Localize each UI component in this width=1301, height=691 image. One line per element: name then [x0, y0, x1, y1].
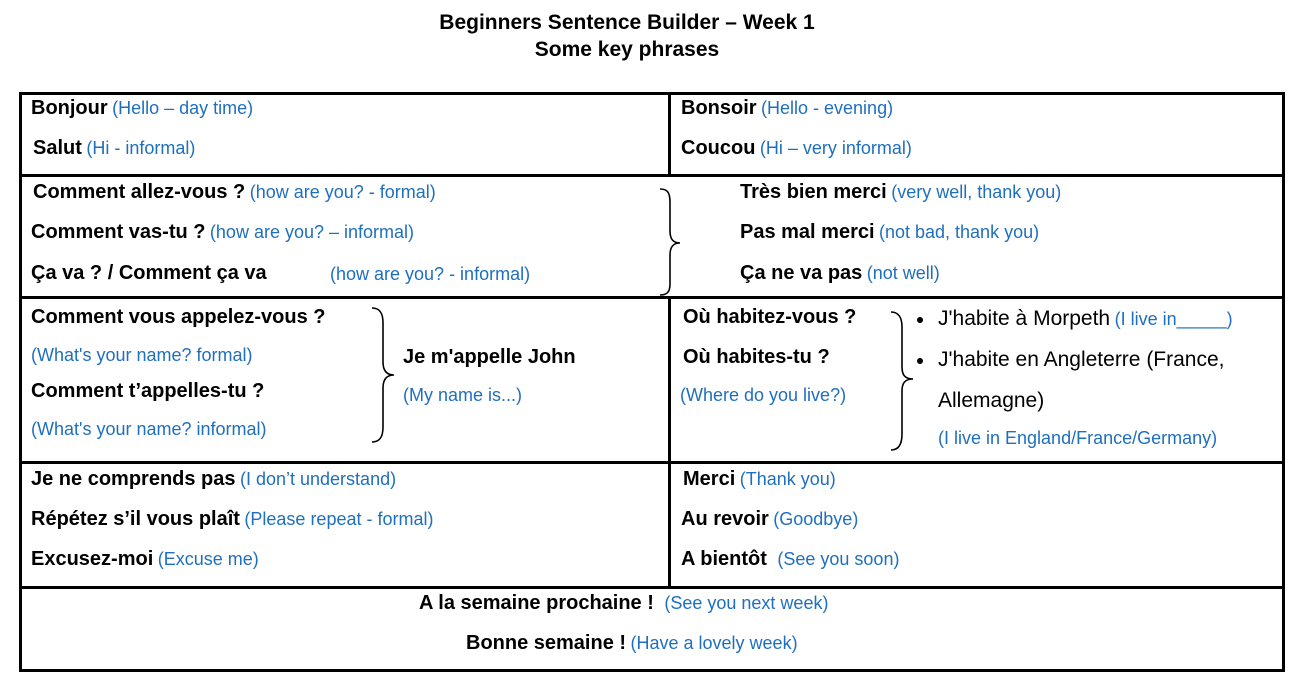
answer-my-name-translation: (My name is...) [403, 385, 523, 405]
greeting-bonsoir: Bonsoir (Hello - evening) [681, 97, 894, 119]
answer-jhabite-angleterre: J'habite en Angleterre (France, [938, 348, 1225, 371]
greeting-salut: Salut (Hi - informal) [33, 137, 196, 159]
right-brace [890, 311, 914, 451]
question-name-informal-translation: (What's your name? informal) [31, 419, 267, 439]
column-divider [668, 296, 671, 589]
right-brace [371, 307, 395, 443]
phrase-excusez-moi: Excusez-moi (Excuse me) [31, 548, 259, 570]
phrase-je-ne-comprends-pas: Je ne comprends pas (I don’t understand) [31, 468, 397, 490]
question-where-live-translation: (Where do you live?) [680, 385, 847, 405]
phrase-a-la-semaine-prochaine: A la semaine prochaine ! (See you next w… [419, 592, 829, 614]
greeting-coucou: Coucou (Hi – very informal) [681, 137, 912, 159]
greeting-bonjour: Bonjour (Hello – day time) [31, 97, 254, 119]
phrase-a-bientot: A bientôt (See you soon) [681, 548, 900, 570]
answer-pas-mal: Pas mal merci (not bad, thank you) [740, 221, 1040, 243]
answer-live-in-translation: (I live in England/France/Germany) [938, 428, 1218, 448]
phrase-repetez: Répétez s’il vous plaît (Please repeat -… [31, 508, 434, 530]
phrase-merci: Merci (Thank you) [683, 468, 836, 490]
question-comment-tappelles-tu: Comment t’appelles-tu ? [31, 380, 265, 402]
column-divider [668, 92, 671, 177]
question-ca-va-translation: (how are you? - informal) [330, 264, 531, 284]
bullet-icon [917, 317, 923, 323]
answer-je-mappelle: Je m'appelle John [403, 346, 576, 368]
row-divider [19, 296, 1285, 299]
answer-tres-bien: Très bien merci (very well, thank you) [740, 181, 1062, 203]
question-ou-habitez-vous: Où habitez-vous ? [683, 306, 857, 328]
page-title: Beginners Sentence Builder – Week 1 [439, 11, 815, 34]
question-comment-vas-tu: Comment vas-tu ? (how are you? – informa… [31, 221, 415, 243]
row-divider [19, 461, 1285, 464]
question-ou-habites-tu: Où habites-tu ? [683, 346, 830, 368]
phrase-bonne-semaine: Bonne semaine ! (Have a lovely week) [466, 632, 798, 654]
question-comment-vous-appelez-vous: Comment vous appelez-vous ? [31, 306, 326, 328]
bullet-icon [917, 358, 923, 364]
row-divider [19, 586, 1285, 589]
right-brace [659, 188, 681, 296]
question-name-formal-translation: (What's your name? formal) [31, 345, 253, 365]
answer-jhabite-angleterre-cont: Allemagne) [938, 389, 1045, 412]
phrase-table [19, 92, 1285, 672]
answer-ca-ne-va-pas: Ça ne va pas (not well) [740, 262, 940, 284]
phrase-au-revoir: Au revoir (Goodbye) [681, 508, 859, 530]
row-divider [19, 174, 1285, 177]
question-comment-allez-vous: Comment allez-vous ? (how are you? - for… [33, 181, 436, 203]
page-subtitle: Some key phrases [534, 38, 720, 61]
question-ca-va: Ça va ? / Comment ça va [31, 262, 267, 284]
answer-jhabite-morpeth: J'habite à Morpeth (I live in_____) [938, 307, 1233, 330]
